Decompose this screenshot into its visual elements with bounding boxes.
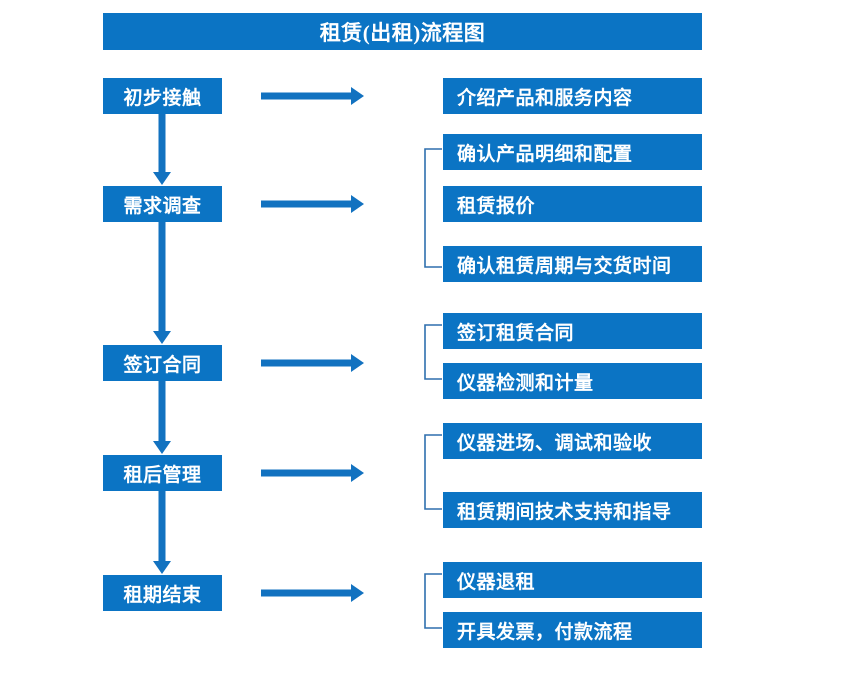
detail-box-7[interactable]: 仪器进场、调试和验收: [443, 423, 702, 459]
group-bracket-1: [423, 148, 443, 268]
stage-box-2[interactable]: 需求调查: [103, 186, 222, 222]
stage-box-4[interactable]: 租后管理: [103, 455, 222, 491]
detail-box-9[interactable]: 仪器退租: [443, 562, 702, 598]
detail-box-2[interactable]: 确认产品明细和配置: [443, 134, 702, 170]
detail-box-3[interactable]: 租赁报价: [443, 186, 702, 222]
down-arrow-icon-1: [151, 114, 173, 186]
right-arrow-icon-1: [261, 87, 365, 105]
detail-box-1[interactable]: 介绍产品和服务内容: [443, 78, 702, 114]
stage-box-3[interactable]: 签订合同: [103, 345, 222, 381]
group-bracket-3: [423, 434, 443, 510]
detail-box-10[interactable]: 开具发票，付款流程: [443, 612, 702, 648]
group-bracket-4: [423, 573, 443, 629]
right-arrow-icon-3: [261, 354, 365, 372]
detail-box-6[interactable]: 仪器检测和计量: [443, 363, 702, 399]
page-title: 租赁(出租)流程图: [103, 13, 702, 50]
detail-box-5[interactable]: 签订租赁合同: [443, 313, 702, 349]
right-arrow-icon-2: [261, 195, 365, 213]
group-bracket-2: [423, 324, 443, 380]
stage-box-1[interactable]: 初步接触: [103, 78, 222, 114]
down-arrow-icon-3: [151, 381, 173, 455]
detail-box-8[interactable]: 租赁期间技术支持和指导: [443, 492, 702, 528]
right-arrow-icon-5: [261, 584, 365, 602]
stage-box-5[interactable]: 租期结束: [103, 575, 222, 611]
down-arrow-icon-4: [151, 491, 173, 575]
down-arrow-icon-2: [151, 222, 173, 345]
detail-box-4[interactable]: 确认租赁周期与交货时间: [443, 246, 702, 282]
right-arrow-icon-4: [261, 464, 365, 482]
